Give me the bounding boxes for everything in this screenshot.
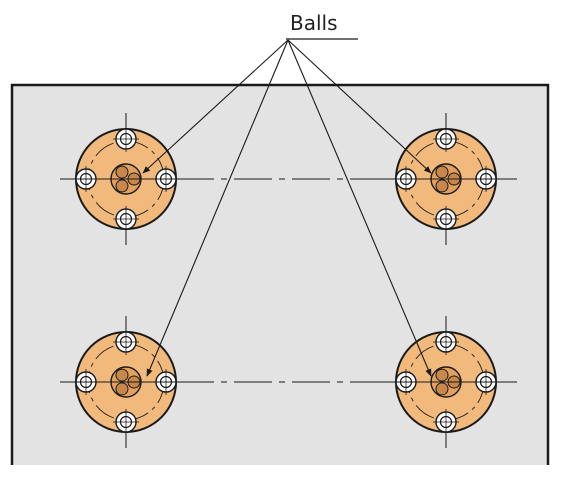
leader-lines	[142, 39, 432, 377]
leader-line	[146, 39, 289, 377]
bolt	[113, 126, 139, 152]
ball	[115, 179, 129, 193]
leader-line	[287, 39, 432, 377]
fixture-bottom-left	[60, 316, 192, 448]
fixture-top-left	[60, 113, 192, 245]
bolt	[433, 126, 459, 152]
bolt	[433, 409, 459, 435]
ball	[115, 368, 129, 382]
bolt	[433, 329, 459, 355]
ball	[435, 179, 449, 193]
ball	[115, 382, 129, 396]
ball	[435, 165, 449, 179]
bolt	[433, 206, 459, 232]
leader-line	[142, 39, 289, 174]
fixture-top-right	[380, 113, 512, 245]
leader-line	[287, 39, 432, 174]
fixtures-group	[60, 113, 512, 448]
ball	[115, 165, 129, 179]
fixture-bottom-right	[380, 316, 512, 448]
bolt	[113, 409, 139, 435]
bolt	[113, 206, 139, 232]
ball	[435, 382, 449, 396]
bolt	[113, 329, 139, 355]
ball	[435, 368, 449, 382]
balls-label: Balls	[290, 11, 338, 35]
